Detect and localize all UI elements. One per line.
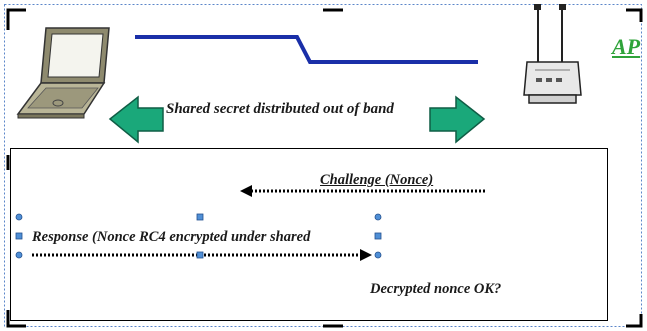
selection-handles[interactable]	[15, 213, 382, 259]
response-label[interactable]: Response (Nonce RC4 encrypted under shar…	[32, 229, 311, 245]
exchange-box	[10, 148, 608, 321]
shared-secret-label: Shared secret distributed out of band	[166, 101, 394, 117]
challenge-label: Challenge (Nonce)	[320, 172, 434, 188]
wireless-link-line	[135, 35, 478, 64]
access-point-icon	[523, 4, 582, 104]
crop-marks	[6, 8, 643, 328]
decrypted-nonce-label: Decrypted nonce OK?	[370, 281, 502, 297]
laptop-icon	[16, 27, 110, 119]
challenge-arrow	[240, 185, 485, 197]
ap-label: AP	[612, 34, 641, 59]
shared-secret-arrow	[108, 95, 486, 144]
